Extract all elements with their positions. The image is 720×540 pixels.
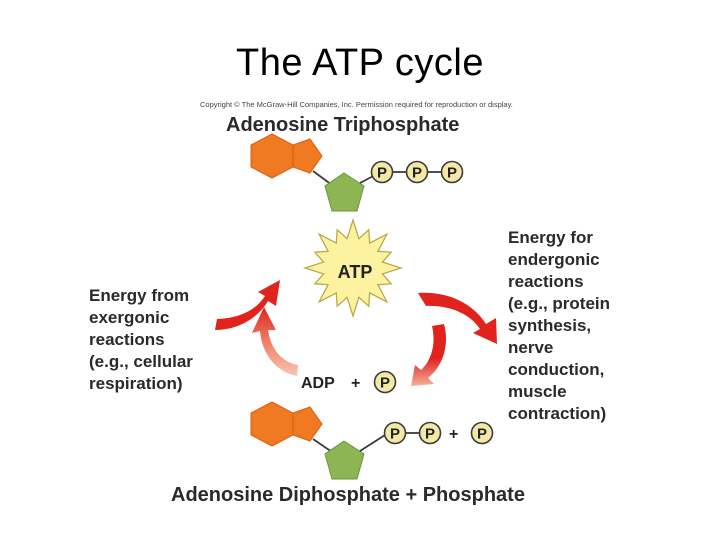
atp-starburst: ATP	[302, 217, 404, 319]
right-text-line: (e.g., protein	[508, 294, 610, 313]
adenine-hexagon	[250, 133, 294, 179]
synthesis-arrow	[252, 307, 298, 376]
right-text-line: synthesis,	[508, 316, 592, 335]
adenine-hexagon	[250, 401, 294, 447]
energy-release-arrow	[418, 292, 497, 344]
phosphate-label: P	[477, 426, 487, 443]
right-text-line: Energy for	[508, 228, 594, 247]
phosphate-free	[373, 370, 397, 394]
right-text-line: muscle	[508, 382, 567, 401]
phosphate-free	[470, 421, 494, 445]
phosphate-3	[440, 160, 464, 184]
phosphate-label: P	[377, 165, 387, 182]
phosphate-2	[418, 421, 442, 445]
left-text-line: exergonic	[89, 308, 170, 327]
ribose-pentagon	[324, 172, 365, 212]
endergonic-energy-text: Energy for endergonic reactions (e.g., p…	[508, 227, 610, 425]
left-text-line: (e.g., cellular	[89, 352, 193, 371]
atp-heading: Adenosine Triphosphate	[226, 114, 460, 136]
right-text-line: reactions	[508, 272, 584, 291]
left-text-line: Energy from	[89, 286, 190, 305]
adp-label: ADP	[301, 375, 335, 392]
adp-molecule: P P + P	[250, 401, 494, 480]
ribose-pentagon	[324, 440, 365, 480]
right-text-line: endergonic	[508, 250, 600, 269]
copyright-notice: Copyright © The McGraw-Hill Companies, I…	[200, 100, 513, 109]
adenine-pentagon-ring	[292, 138, 323, 174]
plus-sign: +	[351, 375, 360, 392]
phosphate-label: P	[425, 426, 435, 443]
atp-molecule: P P P	[250, 133, 464, 212]
hydrolysis-arrow	[411, 324, 447, 386]
slide-title: The ATP cycle	[236, 42, 484, 84]
starburst-shape	[302, 217, 404, 319]
right-text-line: conduction,	[508, 360, 605, 379]
adp-phosphate-label: ADP + P	[301, 370, 397, 394]
phosphate-label: P	[390, 426, 400, 443]
left-text-line: respiration)	[89, 374, 183, 393]
left-text-line: reactions	[89, 330, 165, 349]
energy-input-arrow	[215, 280, 280, 330]
plus-sign: +	[449, 426, 458, 443]
atp-label: ATP	[338, 262, 373, 282]
right-text-line: nerve	[508, 338, 554, 357]
phosphate-label: P	[380, 375, 390, 392]
right-text-line: contraction)	[508, 404, 607, 423]
adenine-pentagon-ring	[292, 406, 323, 442]
phosphate-label: P	[447, 165, 457, 182]
exergonic-energy-text: Energy from exergonic reactions (e.g., c…	[89, 285, 193, 395]
phosphate-label: P	[412, 165, 422, 182]
adp-heading: Adenosine Diphosphate + Phosphate	[171, 484, 525, 506]
